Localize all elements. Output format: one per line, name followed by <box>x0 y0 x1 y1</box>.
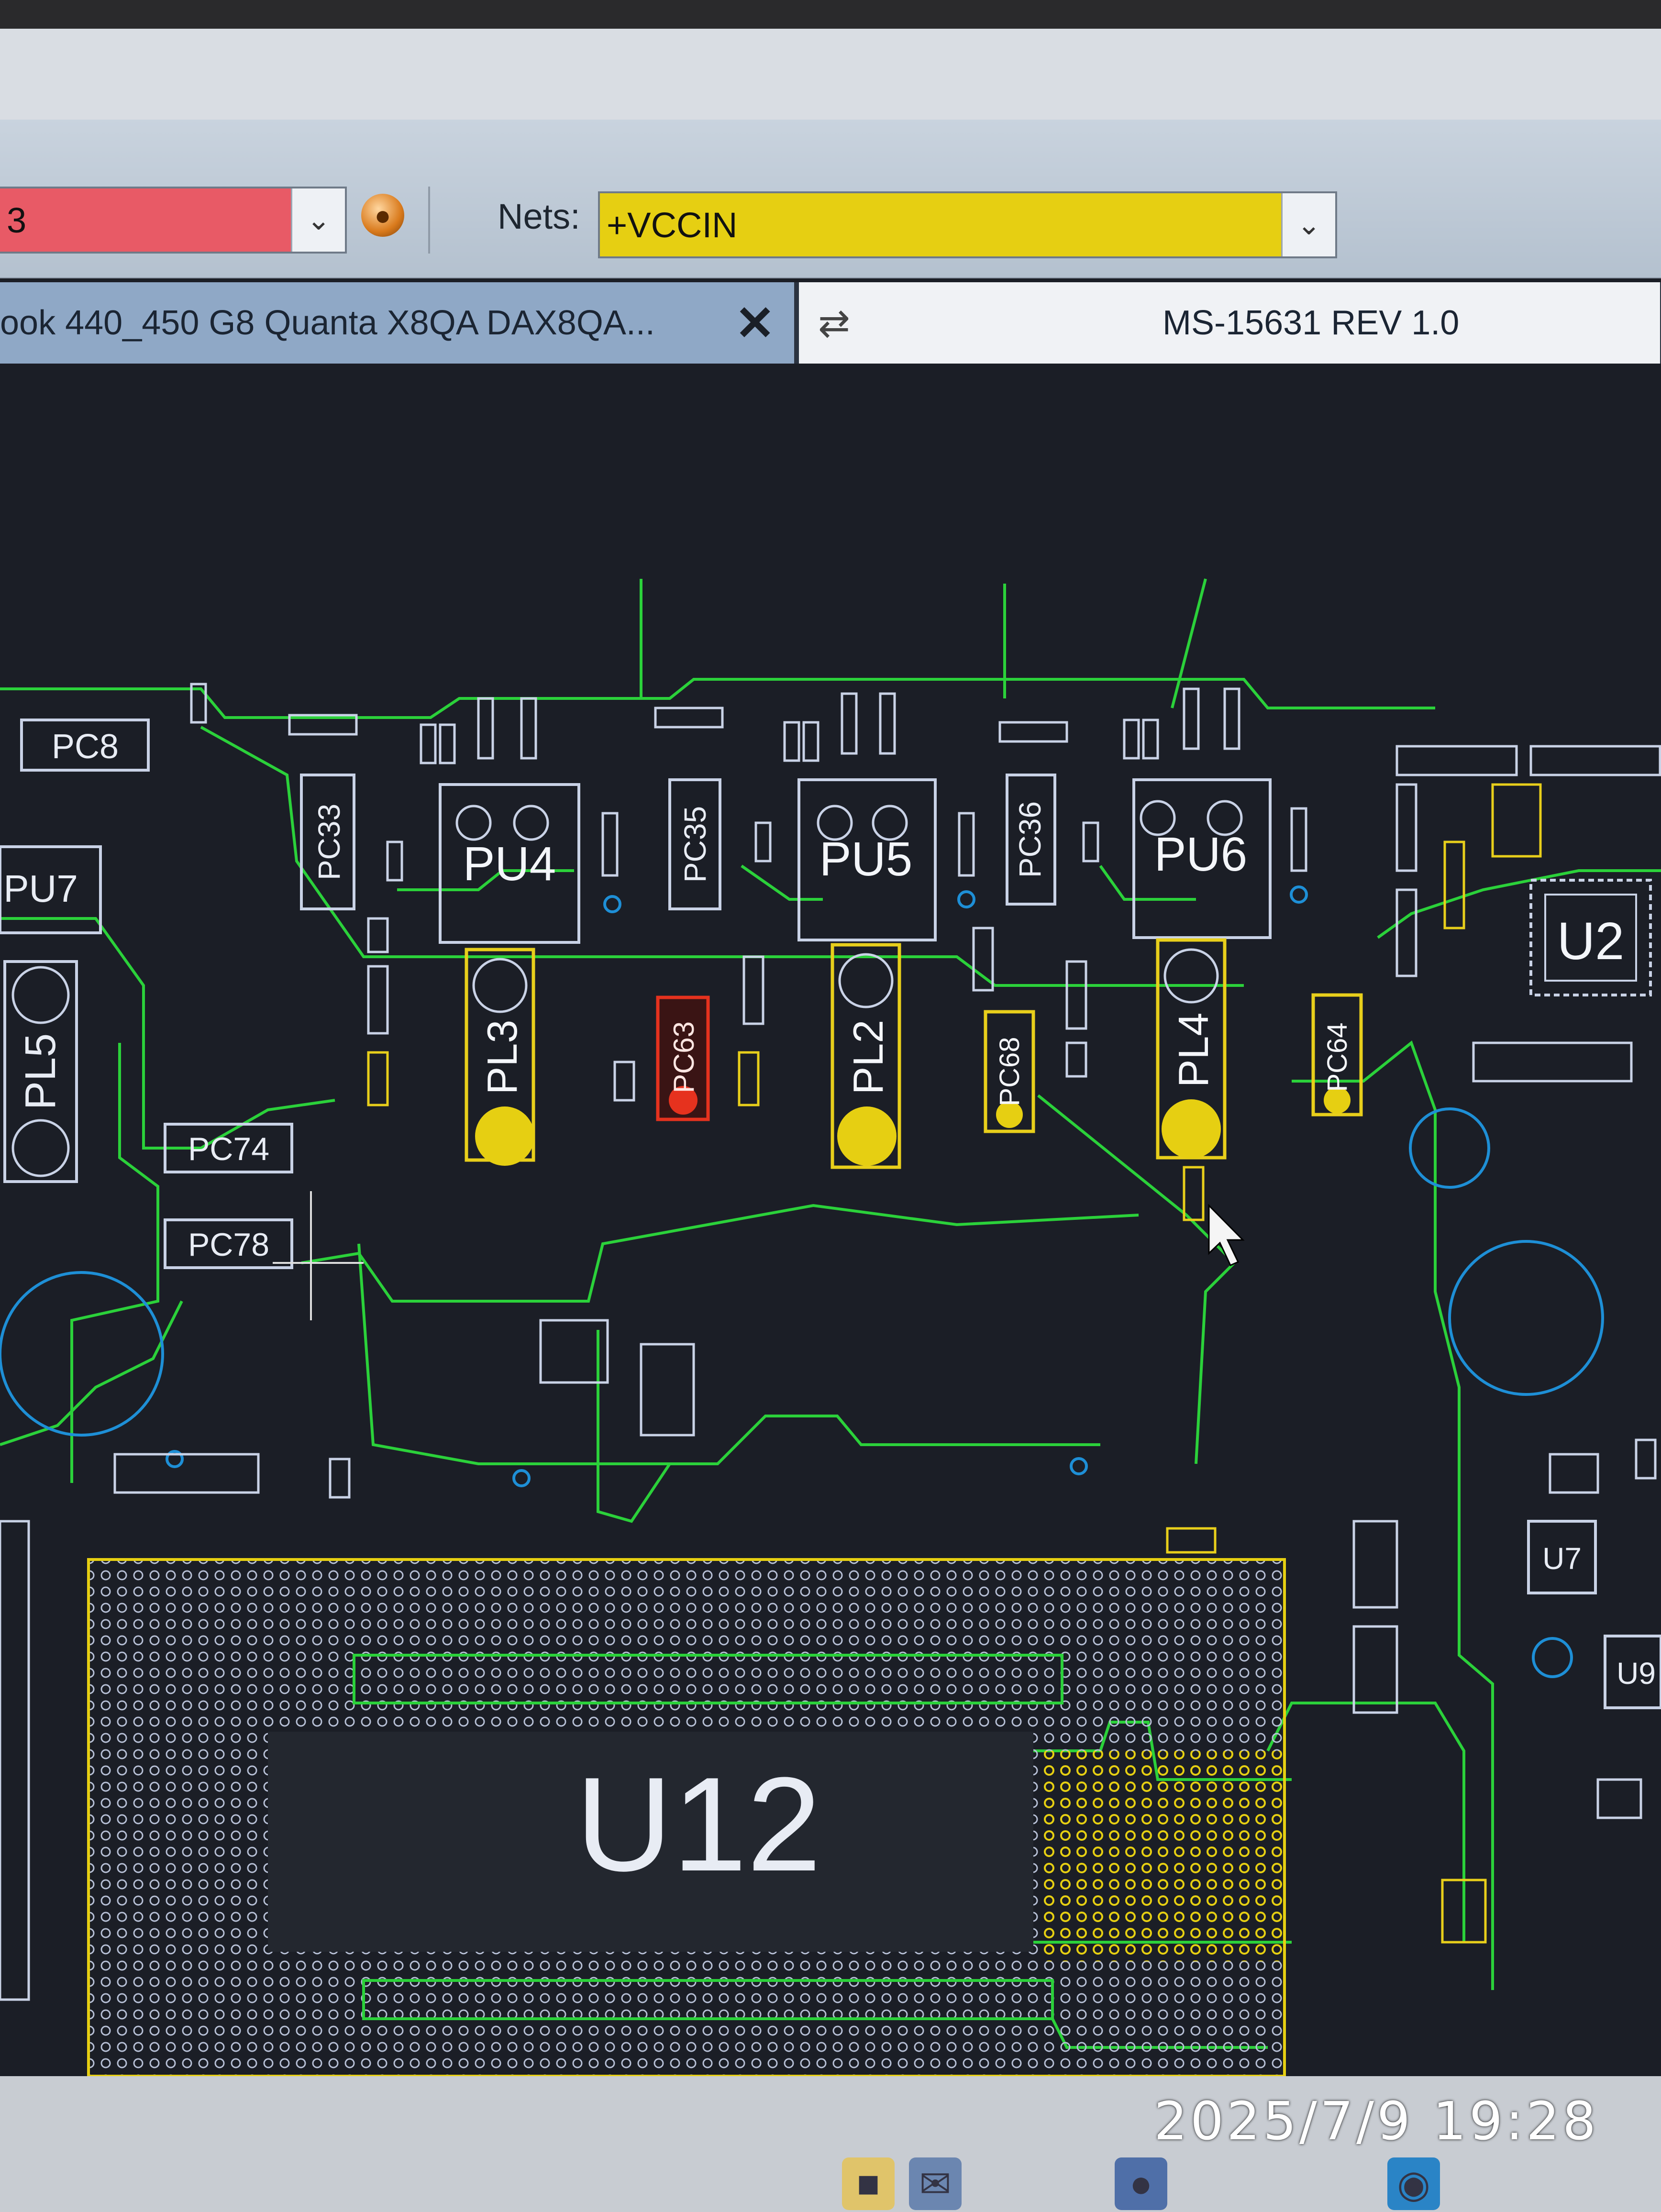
u9-label: U9 <box>1617 1656 1656 1691</box>
tab-label: ook 440_450 G8 Quanta X8QA DAX8QA... <box>0 304 655 342</box>
edge-icon[interactable]: ◉ <box>1387 2157 1440 2210</box>
nets-label: Nets: <box>498 197 580 236</box>
close-icon[interactable]: ✕ <box>735 296 775 350</box>
pc64-label: PC64 <box>1322 1022 1353 1092</box>
taskbar <box>0 2076 1661 2212</box>
nets-value[interactable]: +VCCIN <box>600 193 1284 256</box>
pl5-label: PL5 <box>17 1033 65 1110</box>
pu4-label: PU4 <box>463 837 556 891</box>
pc35-label: PC35 <box>678 806 712 883</box>
pc8-label: PC8 <box>52 728 119 766</box>
part-search-combo[interactable]: 3 ⌄ <box>0 187 347 254</box>
pu5-label: PU5 <box>819 832 913 886</box>
pu6-label: PU6 <box>1154 828 1248 881</box>
tab-ms-15631[interactable]: ⇄ MS-15631 REV 1.0 <box>799 282 1660 364</box>
pc74-label: PC74 <box>188 1131 269 1167</box>
pc33-label: PC33 <box>312 804 346 880</box>
window-titlebar <box>0 29 1661 120</box>
pu7-label: PU7 <box>3 867 78 910</box>
nets-combo[interactable]: +VCCIN ⌄ <box>598 191 1337 258</box>
monitor-bezel <box>0 0 1661 29</box>
u7-label: U7 <box>1542 1541 1582 1576</box>
pcb-board-view[interactable]: U12 PC8 PU7 PL5 PC33 PU4 PL3 PC35 PC63 <box>0 364 1661 2076</box>
u2-label: U2 <box>1557 912 1625 971</box>
bga-u12 <box>87 1558 1286 2076</box>
pc36-label: PC36 <box>1013 801 1047 878</box>
chevron-down-icon[interactable]: ⌄ <box>291 188 345 252</box>
mouse-cursor <box>1208 1204 1245 1266</box>
store-icon[interactable]: ● <box>1115 2157 1167 2210</box>
tab-hp-probook[interactable]: ook 440_450 G8 Quanta X8QA DAX8QA... ✕ <box>0 282 794 364</box>
tab-label: MS-15631 REV 1.0 <box>1163 304 1460 342</box>
shuffle-icon[interactable]: ⇄ <box>818 301 851 344</box>
mail-icon[interactable]: ✉ <box>909 2157 962 2210</box>
lightbulb-icon[interactable]: ● <box>361 194 404 237</box>
pl2-label: PL2 <box>844 1020 892 1095</box>
pc63-label: PC63 <box>668 1021 700 1093</box>
pc78-label: PC78 <box>188 1227 269 1263</box>
toolbar-separator <box>428 187 430 254</box>
chevron-down-icon[interactable]: ⌄ <box>1281 193 1335 256</box>
pl4-label: PL4 <box>1170 1013 1217 1088</box>
toolbar: 3 ⌄ ● Nets: +VCCIN ⌄ <box>0 120 1661 278</box>
photo-timestamp: 2025/7/9 19:28 <box>1153 2090 1599 2152</box>
file-explorer-icon[interactable]: ■ <box>842 2157 895 2210</box>
part-search-value[interactable]: 3 <box>0 188 294 252</box>
u12-label: U12 <box>576 1750 821 1899</box>
pl3-label: PL3 <box>478 1020 526 1095</box>
pc68-label: PC68 <box>994 1037 1025 1106</box>
document-tabs: ook 440_450 G8 Quanta X8QA DAX8QA... ✕ ⇄… <box>0 282 1661 364</box>
